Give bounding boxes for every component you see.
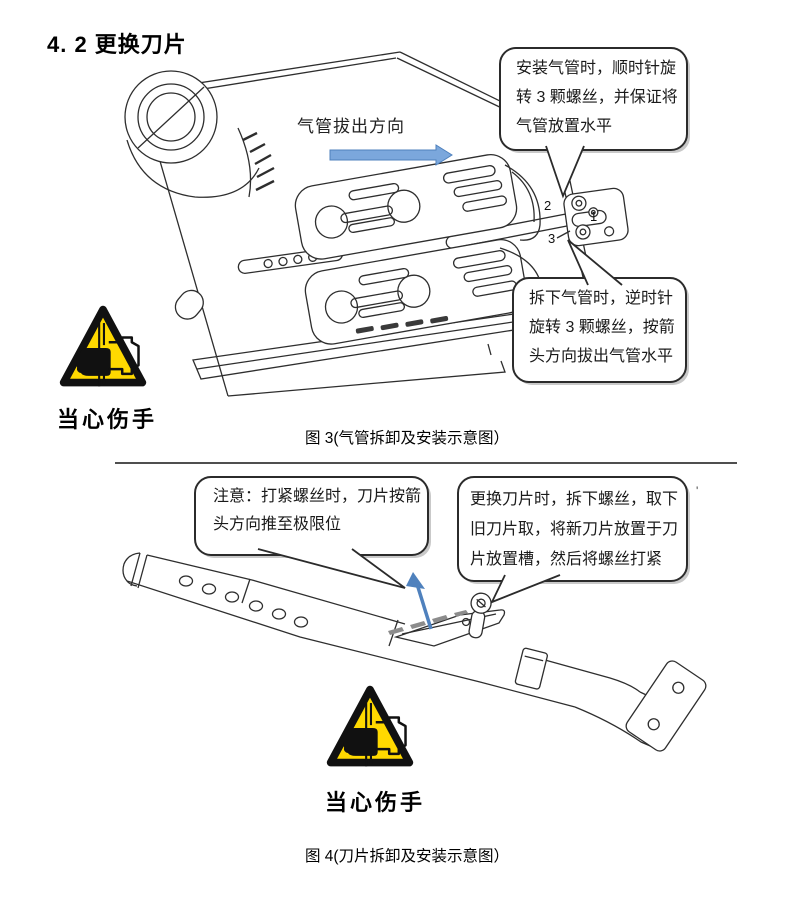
section-title: 4. 2 更换刀片 [47, 32, 187, 57]
bubble-remove-line: 旋转 3 颗螺丝，按箭 [529, 319, 675, 336]
stray-mark: ' [696, 484, 699, 498]
blade-wear-marks [388, 610, 468, 635]
end-bracket [625, 660, 707, 752]
screw-label-1: 1 [590, 209, 597, 224]
upper-guard-plate [294, 153, 518, 260]
blade-holder-tab [514, 647, 548, 690]
bubble-replace-text: 更换刀片时，拆下螺丝，取下 旧刀片取，将新刀片放置于刀 片放置槽，然后将螺丝打紧 [470, 485, 678, 575]
knob [124, 70, 275, 198]
warning-label: 当心伤手 [56, 407, 157, 432]
screw-1-icon [588, 207, 599, 218]
blade [388, 609, 506, 647]
figure4-bubbles [194, 476, 690, 604]
bubble-install-line: 气管放置水平 [516, 118, 613, 135]
figure3-machine-drawing [124, 51, 629, 397]
bubble-install-line: 安装气管时，顺时针旋 [516, 60, 677, 77]
air-tube-direction-arrow-icon [329, 144, 453, 166]
bubble-remove-line: 头方向拔出气管水平 [529, 348, 674, 365]
bubble-install-air-tube [499, 47, 688, 151]
lower-guard-plate [304, 238, 528, 345]
screw-label-3: 3 [548, 231, 555, 246]
loose-screw-icon [468, 592, 492, 639]
bubble-install-line: 转 3 颗螺丝，并保证将 [516, 89, 678, 106]
warning-label: 当心伤手 [324, 790, 425, 815]
bubble-note-tail [257, 548, 406, 589]
screw3-leader-line [556, 230, 571, 239]
screw-3-icon [575, 224, 591, 240]
screw-bracket [563, 187, 629, 247]
screw-label-2: 2 [544, 198, 551, 213]
bubble-remove-tail [567, 239, 623, 286]
bubble-remove-text: 拆下气管时，逆时针 旋转 3 颗螺丝，按箭 头方向拔出气管水平 [529, 284, 675, 371]
bubble-remove-line: 拆下气管时，逆时针 [529, 290, 674, 307]
section-divider [115, 462, 737, 464]
bubble-replace-line: 旧刀片取，将新刀片放置于刀 [470, 521, 679, 538]
hand-injury-warning-icon [64, 310, 143, 387]
figure3-caption: 图 3(气管拆卸及安装示意图） [304, 430, 510, 447]
bubble-note-text: 注意：打紧螺丝时，刀片按箭 头方向推至极限位 [213, 483, 421, 539]
side-peg [174, 289, 204, 320]
bubble-replace-line: 片放置槽，然后将螺丝打紧 [470, 551, 663, 568]
arm-body [122, 552, 641, 708]
figure4-caption: 图 4(刀片拆卸及安装示意图） [304, 848, 510, 865]
figure3-bubbles [499, 47, 690, 385]
bubble-replace-line: 更换刀片时，拆下螺丝，取下 [470, 491, 679, 508]
screw-2-icon [571, 195, 587, 211]
plate-hook-upper [504, 164, 541, 241]
bubble-replace-blade [457, 476, 688, 582]
bubble-install-text: 安装气管时，顺时针旋 转 3 颗螺丝，并保证将 气管放置水平 [516, 54, 678, 141]
air-tube-direction-label: 气管拔出方向 [297, 117, 405, 136]
bubble-note-line: 注意：打紧螺丝时，刀片按箭 [213, 488, 422, 505]
figure4-blade-arm-drawing [122, 552, 707, 752]
bubble-install-tail [545, 145, 585, 199]
blade-push-direction-arrow-icon [406, 572, 433, 630]
hand-injury-warning-icon [331, 690, 410, 767]
bubble-note-line: 头方向推至极限位 [213, 516, 342, 533]
bubble-replace-tail [490, 574, 561, 604]
plate-hook-upper-inner [511, 171, 535, 223]
